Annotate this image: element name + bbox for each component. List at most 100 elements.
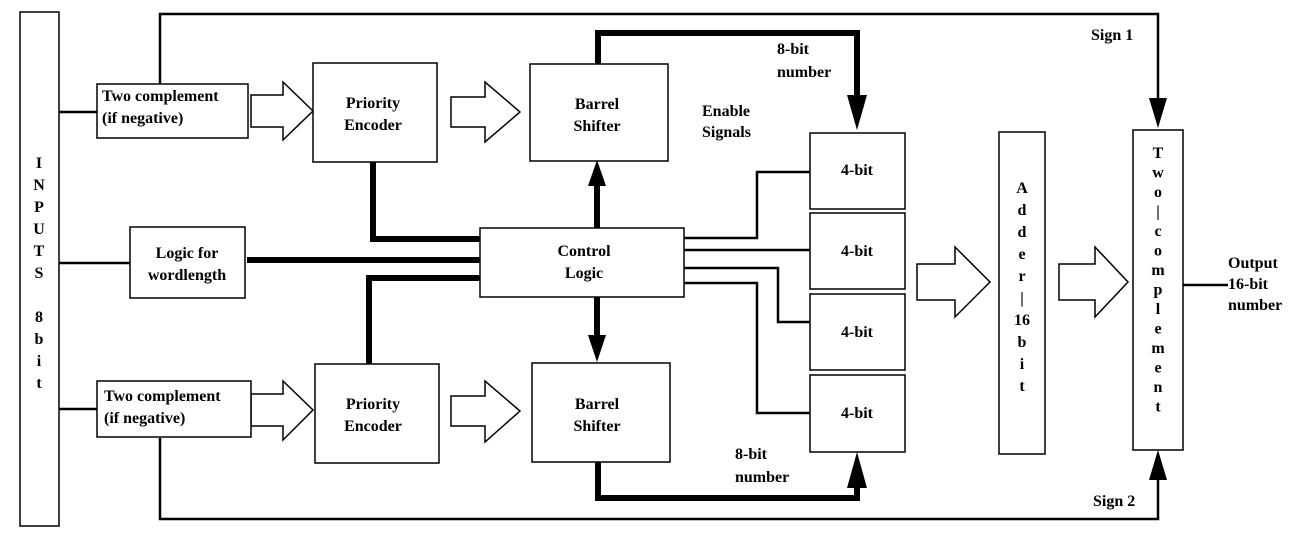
output-complement-char-12: n	[1154, 379, 1163, 396]
top-priority-encoder-line2: Encoder	[344, 117, 402, 134]
output-complement-char-9: e	[1154, 321, 1161, 338]
thick-buses	[247, 30, 860, 501]
top-priority-encoder-block: Priority Encoder	[312, 62, 438, 163]
bottom-priority-encoder-line2: Encoder	[344, 418, 402, 435]
output-complement-char-13: t	[1155, 399, 1161, 416]
sign1-wire	[158, 12, 1160, 100]
output-complement-char-6: m	[1151, 262, 1165, 279]
bottom-encoder-to-control-bus	[366, 275, 480, 365]
hollow-arrow-to-output	[1058, 245, 1130, 319]
enable-wire-4	[684, 281, 810, 415]
top-twos-complement-line1: Two complement	[102, 88, 219, 105]
adder-char-4: r	[1018, 268, 1025, 285]
output-complement-char-4: c	[1154, 223, 1161, 240]
inputs-char-0: I	[36, 155, 42, 172]
bottom-barrel-shifter-line1: Barrel	[575, 396, 620, 413]
bottom-priority-encoder-block: Priority Encoder	[314, 363, 440, 464]
bottom-twos-complement-line2: (if negative)	[104, 410, 185, 427]
inputs-char-1: N	[33, 177, 45, 194]
output-complement-char-8: l	[1156, 301, 1161, 318]
top-twos-complement-line2: (if negative)	[102, 110, 183, 127]
bottom-number-label-line1: 8-bit	[735, 446, 768, 463]
inputs-char-8: b	[35, 331, 44, 348]
adder-char-8: i	[1020, 356, 1025, 373]
four-bit-block-2: 4-bit	[809, 212, 906, 290]
adder-char-0: A	[1016, 180, 1028, 197]
top-number-label-line2: number	[777, 64, 831, 81]
bottom-barrel-shifter-block: Barrel Shifter	[531, 362, 671, 463]
output-label-line2: 16-bit	[1228, 276, 1269, 293]
top-barrel-shifter-line1: Barrel	[575, 96, 620, 113]
top-shifter-to-4bit-bus	[595, 30, 860, 98]
arrowhead-down-sign1	[1149, 98, 1167, 128]
four-bit-label-3: 4-bit	[841, 324, 874, 341]
output-complement-char-5: o	[1154, 243, 1162, 260]
bottom-priority-encoder-line1: Priority	[346, 396, 400, 413]
adder-char-3: e	[1018, 246, 1025, 263]
four-bit-label-2: 4-bit	[841, 243, 874, 260]
control-logic-line2: Logic	[565, 265, 603, 282]
output-complement-char-11: e	[1154, 360, 1161, 377]
inputs-char-5: S	[35, 265, 44, 282]
arrow-heads	[588, 95, 1167, 488]
output-complement-char-10: m	[1151, 340, 1165, 357]
enable-signals-line1: Enable	[702, 103, 750, 120]
inputs-char-2: P	[34, 199, 44, 216]
logic-wordlength-line1: Logic for	[156, 245, 219, 262]
bottom-number-label-line2: number	[735, 469, 789, 486]
output-complement-char-1: w	[1152, 165, 1164, 182]
output-complement-char-7: p	[1154, 282, 1163, 299]
four-bit-block-4: 4-bit	[809, 374, 906, 453]
enable-wire-3	[684, 266, 810, 324]
sign1-label: Sign 1	[1091, 27, 1133, 44]
hollow-arrow-3	[250, 379, 315, 442]
arrowhead-down-4bit	[847, 95, 867, 130]
inputs-char-7: 8	[35, 309, 43, 326]
hollow-arrow-to-adder	[916, 245, 992, 319]
control-logic-line1: Control	[557, 243, 611, 260]
adder-char-7: b	[1018, 334, 1027, 351]
adder-char-6: 16	[1014, 312, 1030, 329]
sign2-wire	[158, 438, 1160, 521]
arrowhead-down-bottom-shifter	[588, 335, 606, 362]
four-bit-label-4: 4-bit	[841, 405, 874, 422]
enable-signals-line2: Signals	[702, 124, 751, 141]
output-complement-char-0: T	[1153, 145, 1164, 162]
hollow-arrow-2	[450, 80, 522, 144]
top-twos-complement-block: Two complement (if negative)	[96, 83, 249, 139]
adder-char-5: |	[1020, 290, 1024, 307]
sign2-label: Sign 2	[1093, 493, 1135, 510]
top-priority-encoder-line1: Priority	[346, 95, 400, 112]
top-encoder-to-control-bus	[370, 162, 480, 242]
bottom-twos-complement-line1: Two complement	[104, 388, 221, 405]
arrowhead-up-4bit	[847, 452, 867, 488]
four-bit-block-1: 4-bit	[809, 132, 906, 210]
arrowhead-up-top-shifter	[588, 160, 606, 186]
logic-wordlength-line2: wordlength	[148, 267, 226, 284]
hollow-arrows	[250, 80, 1130, 444]
bottom-shifter-to-4bit-bus	[595, 462, 860, 501]
top-barrel-shifter-line2: Shifter	[573, 118, 620, 135]
inputs-char-10: t	[36, 375, 42, 392]
top-number-label-line1: 8-bit	[777, 41, 810, 58]
output-label-line1: Output	[1228, 255, 1278, 272]
adder-char-9: t	[1019, 378, 1025, 395]
hollow-arrow-4	[450, 379, 522, 444]
arrowhead-up-sign2	[1149, 450, 1167, 480]
four-bit-block-3: 4-bit	[809, 293, 906, 371]
output-label-line3: number	[1228, 297, 1282, 314]
bottom-twos-complement-block: Two complement (if negative)	[96, 380, 252, 438]
inputs-char-4: T	[34, 243, 45, 260]
adder-char-2: d	[1018, 224, 1027, 241]
output-twos-complement-block: Two|complement	[1132, 129, 1184, 451]
control-logic-block: Control Logic	[479, 227, 685, 298]
bottom-barrel-shifter-line2: Shifter	[573, 418, 620, 435]
hollow-arrow-1	[250, 80, 315, 142]
four-bit-label-1: 4-bit	[841, 162, 874, 179]
inputs-char-9: i	[37, 353, 42, 370]
inputs-char-3: U	[33, 221, 45, 238]
thin-wires	[59, 12, 1228, 521]
